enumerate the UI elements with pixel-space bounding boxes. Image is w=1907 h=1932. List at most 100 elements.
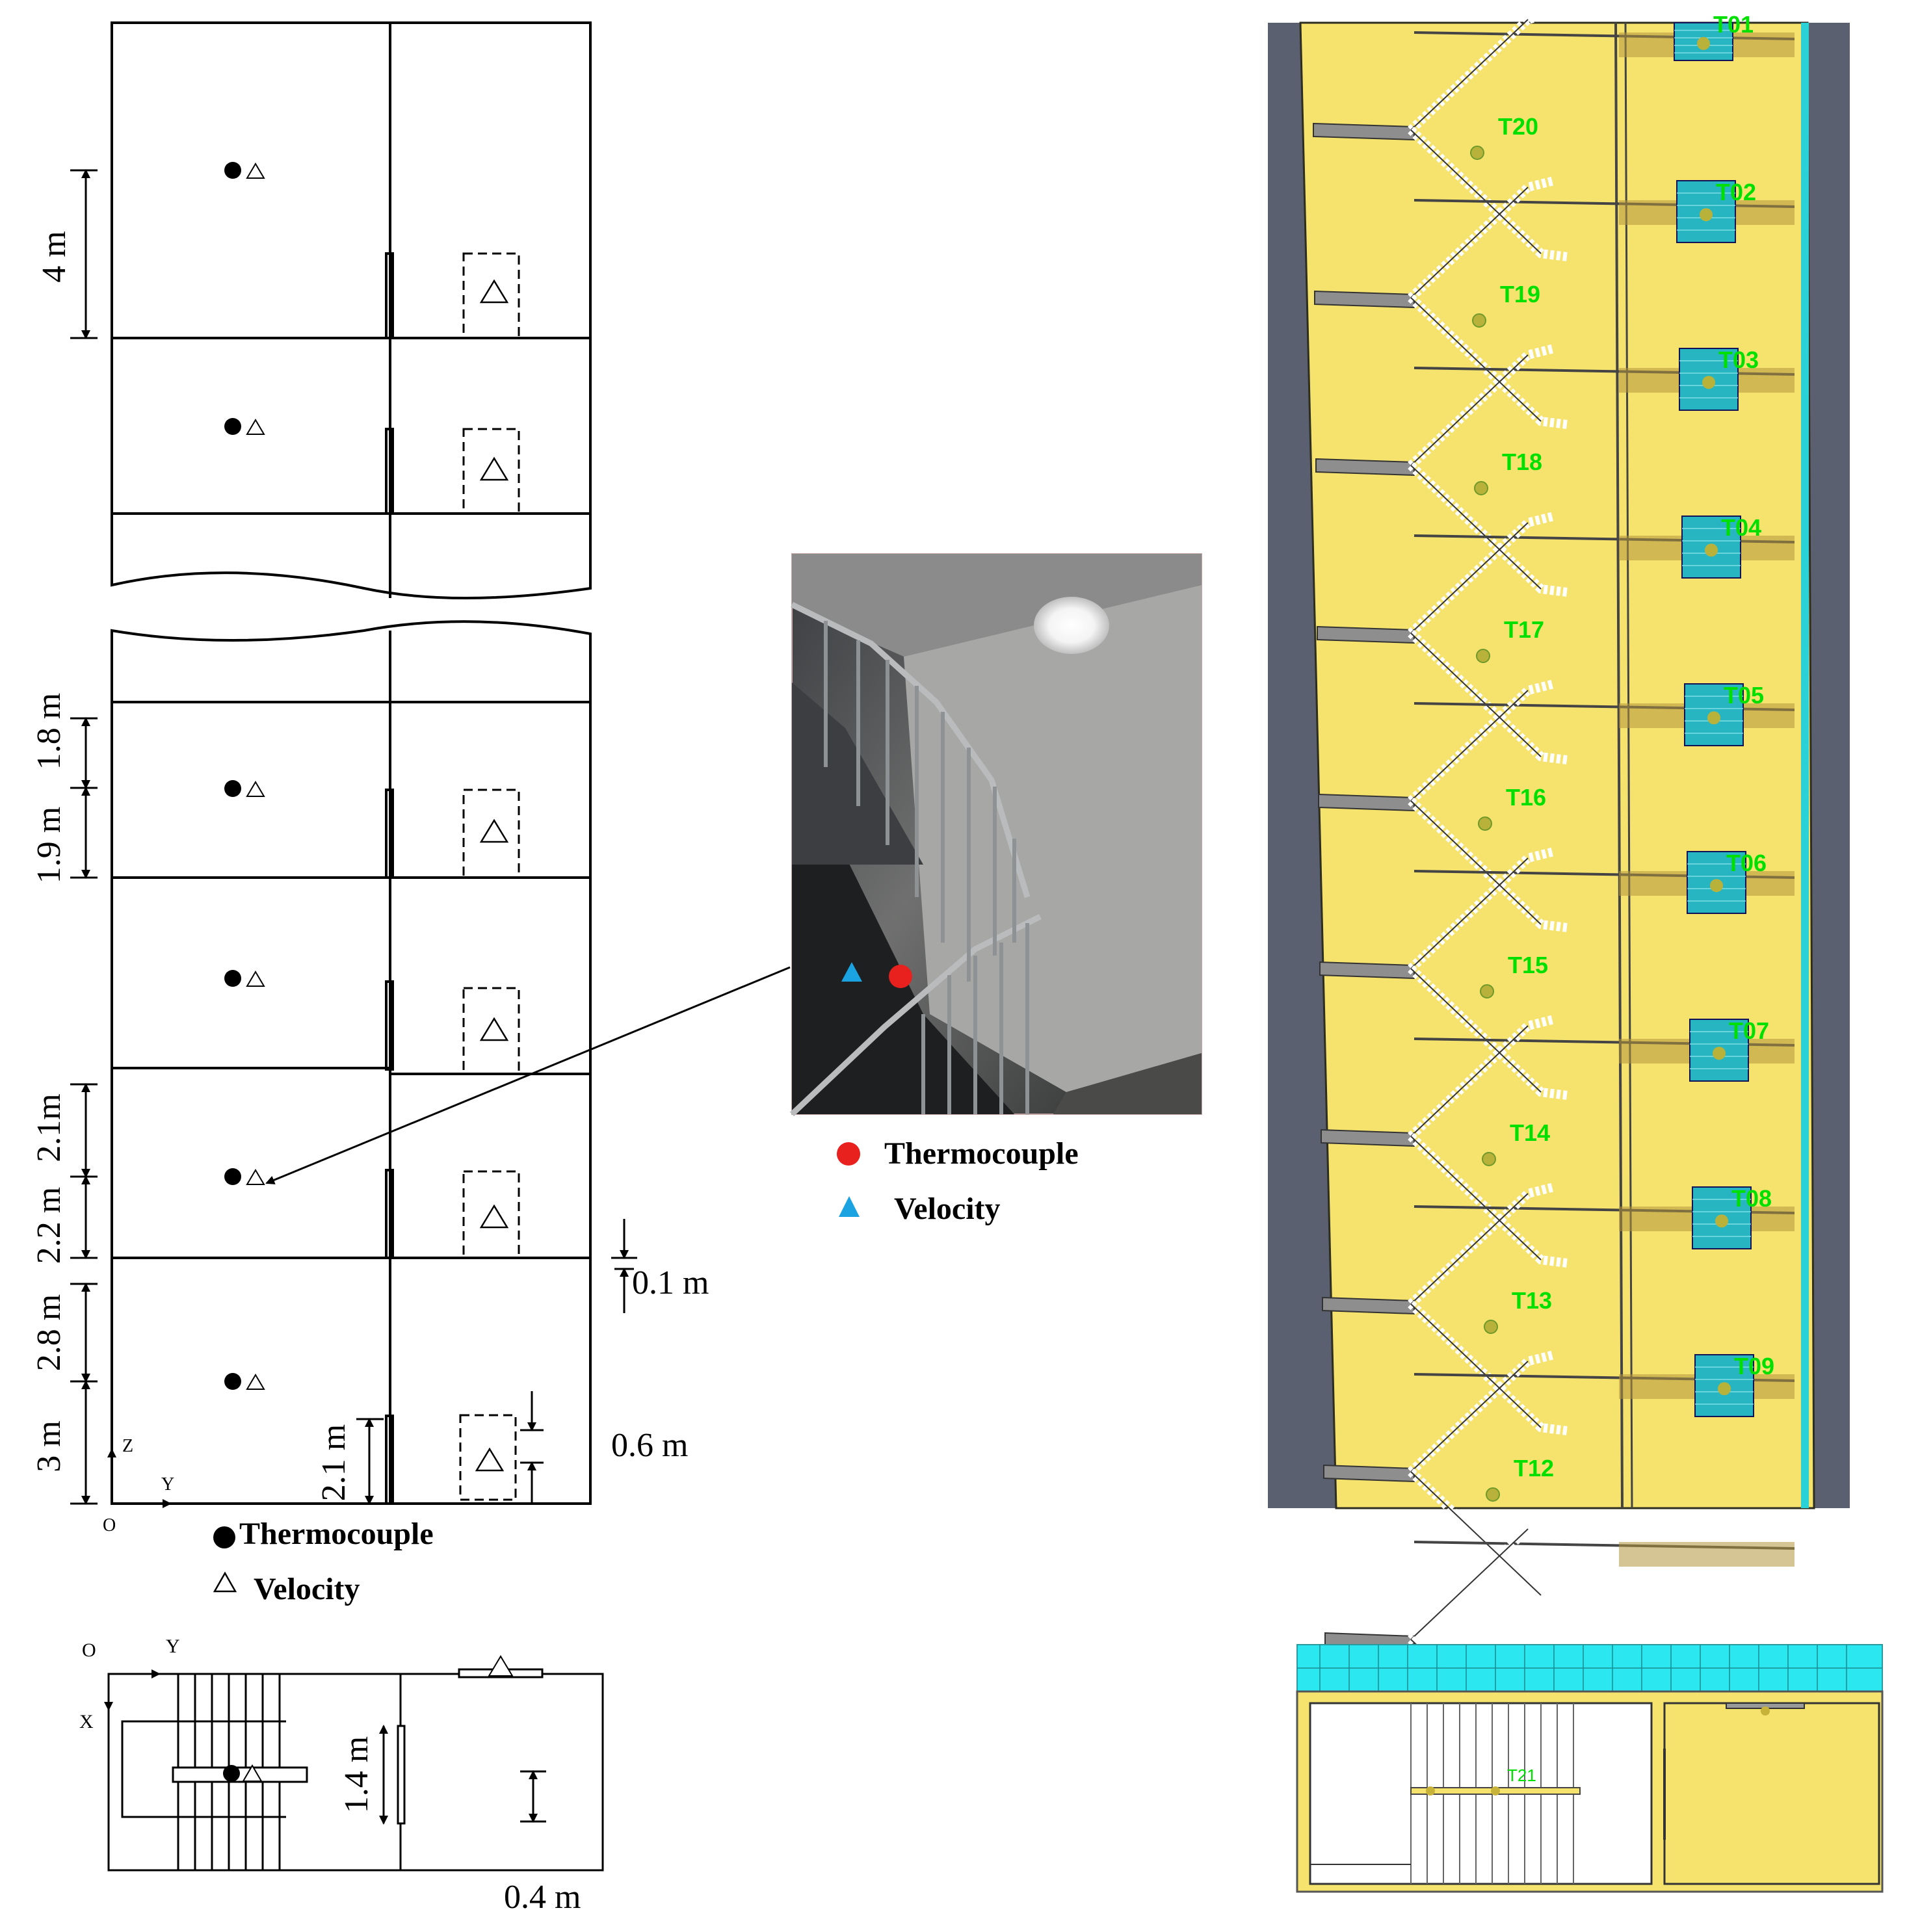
elevation-sensor-pairs xyxy=(224,162,265,1390)
door-sensor-label: T08 xyxy=(1731,1185,1772,1212)
door-sensor-label: T01 xyxy=(1713,11,1754,38)
dim-mid-upper: 2.1m xyxy=(31,1093,68,1162)
stairwell-elevation-drawing xyxy=(111,21,592,1505)
stair-edge xyxy=(1410,354,1529,466)
thermocouple-marker xyxy=(224,970,241,987)
door-sensor-label: T06 xyxy=(1726,850,1767,876)
photo-legend-thermocouple-label: Thermocouple xyxy=(884,1136,1079,1171)
plan-velocity-marker xyxy=(242,1764,263,1782)
landing-slab xyxy=(1317,625,1415,644)
dim-landing-lower: 1.9 m xyxy=(31,807,68,883)
cfd-plan-view: T21 xyxy=(1296,1644,1884,1893)
stair-edge xyxy=(1410,1303,1542,1428)
landing-slab xyxy=(1322,1296,1415,1315)
stair-sensor-dot xyxy=(1482,1152,1496,1166)
door-sensor-label: T09 xyxy=(1734,1353,1774,1379)
door-sensor-dot xyxy=(1702,376,1715,389)
photo-velocity-marker xyxy=(841,962,862,982)
stair-sensor-label: T12 xyxy=(1514,1455,1554,1482)
photo-legend-velocity-icon xyxy=(839,1196,860,1217)
plan-dim-width: 1.4 m xyxy=(338,1736,375,1813)
stair-edge xyxy=(1410,129,1542,254)
door-panel xyxy=(1681,516,1741,579)
stair-edge xyxy=(1410,522,1529,634)
stair-sensor-dot xyxy=(1478,816,1492,831)
elevation-legend: Thermocouple Velocity xyxy=(213,1517,434,1606)
axis-origin-label: O xyxy=(103,1515,116,1535)
plan-y-label: Y xyxy=(166,1636,180,1657)
velocity-marker xyxy=(246,971,265,987)
stair-edge xyxy=(1410,1193,1529,1305)
velocity-marker xyxy=(246,1374,265,1390)
landing-slab xyxy=(1321,1129,1415,1147)
dim-gap: 0.1 m xyxy=(632,1264,709,1301)
stair-edge xyxy=(1410,1471,1542,1596)
stair-sensor-dot xyxy=(1486,1487,1500,1502)
photo-legend-thermocouple-icon xyxy=(837,1142,860,1166)
landing-slab xyxy=(1318,793,1415,812)
stair-sensor-label: T14 xyxy=(1510,1119,1550,1146)
elevation-axes xyxy=(107,1448,172,1508)
thermocouple-marker xyxy=(224,418,241,435)
photo-legend: Thermocouple Velocity xyxy=(837,1136,1079,1226)
door-sensor-dot xyxy=(1718,1382,1731,1396)
velocity-marker xyxy=(246,163,265,179)
axis-y-label: Y xyxy=(161,1474,174,1495)
landing-slab xyxy=(1315,458,1415,476)
stair-edge xyxy=(1410,1528,1529,1640)
stair-sensor-label: T16 xyxy=(1506,784,1546,811)
legend-velocity-icon xyxy=(213,1571,237,1593)
door-sensor-label: T03 xyxy=(1718,346,1759,373)
door-sensor-label: T04 xyxy=(1721,514,1761,541)
stairwell-plan-drawing xyxy=(104,1655,604,1872)
floor-beam xyxy=(1619,1542,1795,1567)
door-sensor-dot xyxy=(1705,543,1718,557)
elevation-dimension-lines xyxy=(70,169,637,1505)
stair-edge xyxy=(1410,187,1529,298)
stair-sensor-label: T17 xyxy=(1504,616,1544,643)
thermocouple-marker xyxy=(224,780,241,797)
plan-x-label: X xyxy=(79,1711,94,1732)
stair-sensor-dot xyxy=(1484,1320,1498,1334)
photo-thermocouple-marker xyxy=(889,965,912,988)
dim-bottom-upper: 2.8 m xyxy=(31,1294,68,1371)
stair-edge xyxy=(1410,800,1542,925)
stair-edge xyxy=(1410,690,1529,802)
stair-edge xyxy=(1410,465,1542,590)
plan-model-label: T21 xyxy=(1507,1766,1536,1785)
velocity-marker xyxy=(246,781,265,797)
door-sensor-dot xyxy=(1715,1214,1728,1228)
stair-sensor-dot xyxy=(1472,313,1486,328)
door-sensor-dot xyxy=(1697,36,1710,50)
plan-origin-label: O xyxy=(82,1639,96,1661)
ceiling-lamp xyxy=(1034,597,1109,654)
stair-edge xyxy=(1410,297,1542,422)
stair-sensor-dot xyxy=(1476,649,1490,663)
door-sensor-label: T02 xyxy=(1716,179,1756,205)
door-sensor-dot xyxy=(1710,879,1723,893)
legend-velocity-label: Velocity xyxy=(254,1572,360,1606)
legend-thermocouple-icon xyxy=(213,1526,235,1548)
photo-pointer-arrow xyxy=(265,966,791,1184)
velocity-marker xyxy=(246,419,265,435)
stair-sensor-label: T19 xyxy=(1500,281,1540,307)
door-sensor-label: T05 xyxy=(1724,682,1764,709)
stair-edge xyxy=(1410,968,1542,1093)
photo-legend-velocity-label: Velocity xyxy=(894,1192,1001,1226)
landing-slab xyxy=(1323,1464,1415,1483)
stair-sensor-dot xyxy=(1474,481,1488,495)
axis-z-label: Z xyxy=(122,1436,133,1456)
stair-sensor-label: T18 xyxy=(1502,449,1542,475)
stairwell-photo xyxy=(789,553,1202,1117)
door-sensor-dot xyxy=(1707,711,1720,725)
dim-door-height: 2.1 m xyxy=(315,1424,352,1501)
door-sensor-dot xyxy=(1700,208,1713,222)
cfd-model-view: T20T19T18T17T16T15T14T13T12T01T02T03T04T… xyxy=(1268,8,1850,1771)
dim-door-offset: 0.6 m xyxy=(611,1427,688,1464)
thermocouple-marker xyxy=(224,162,241,179)
plan-dim-offset: 0.4 m xyxy=(504,1879,581,1916)
stair-sensor-label: T20 xyxy=(1498,113,1538,140)
stair-edge xyxy=(1410,633,1542,757)
landing-slab xyxy=(1319,961,1415,980)
